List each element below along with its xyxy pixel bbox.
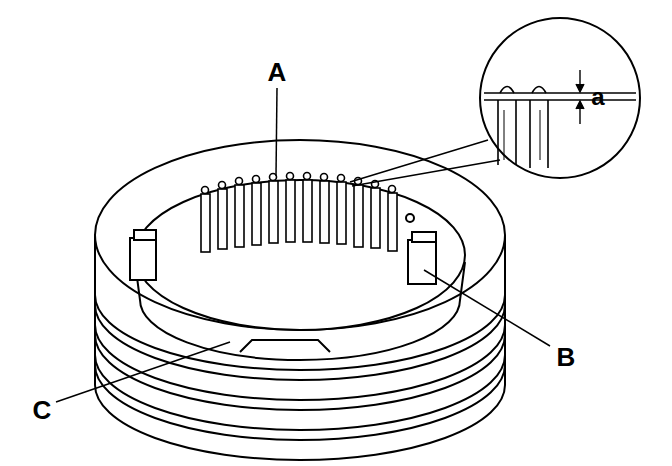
callout-letter: a <box>591 85 604 109</box>
notch <box>240 340 330 352</box>
blocks <box>130 214 436 284</box>
leader-line <box>56 342 230 402</box>
detail-circle <box>480 18 640 178</box>
zoom-line <box>352 160 500 186</box>
teeth <box>201 173 397 253</box>
zoom-line <box>350 140 488 182</box>
callout-letter: C <box>33 397 52 423</box>
groove <box>95 335 505 410</box>
detail-teeth <box>484 87 636 169</box>
leader-line <box>276 88 277 176</box>
callout-letter: A <box>268 59 287 85</box>
dimension-a <box>576 70 584 124</box>
groove <box>95 365 505 440</box>
leader-line <box>424 270 550 346</box>
ring-bore <box>135 180 465 330</box>
ring-top-face <box>95 140 505 330</box>
callout-letter: B <box>557 344 576 370</box>
